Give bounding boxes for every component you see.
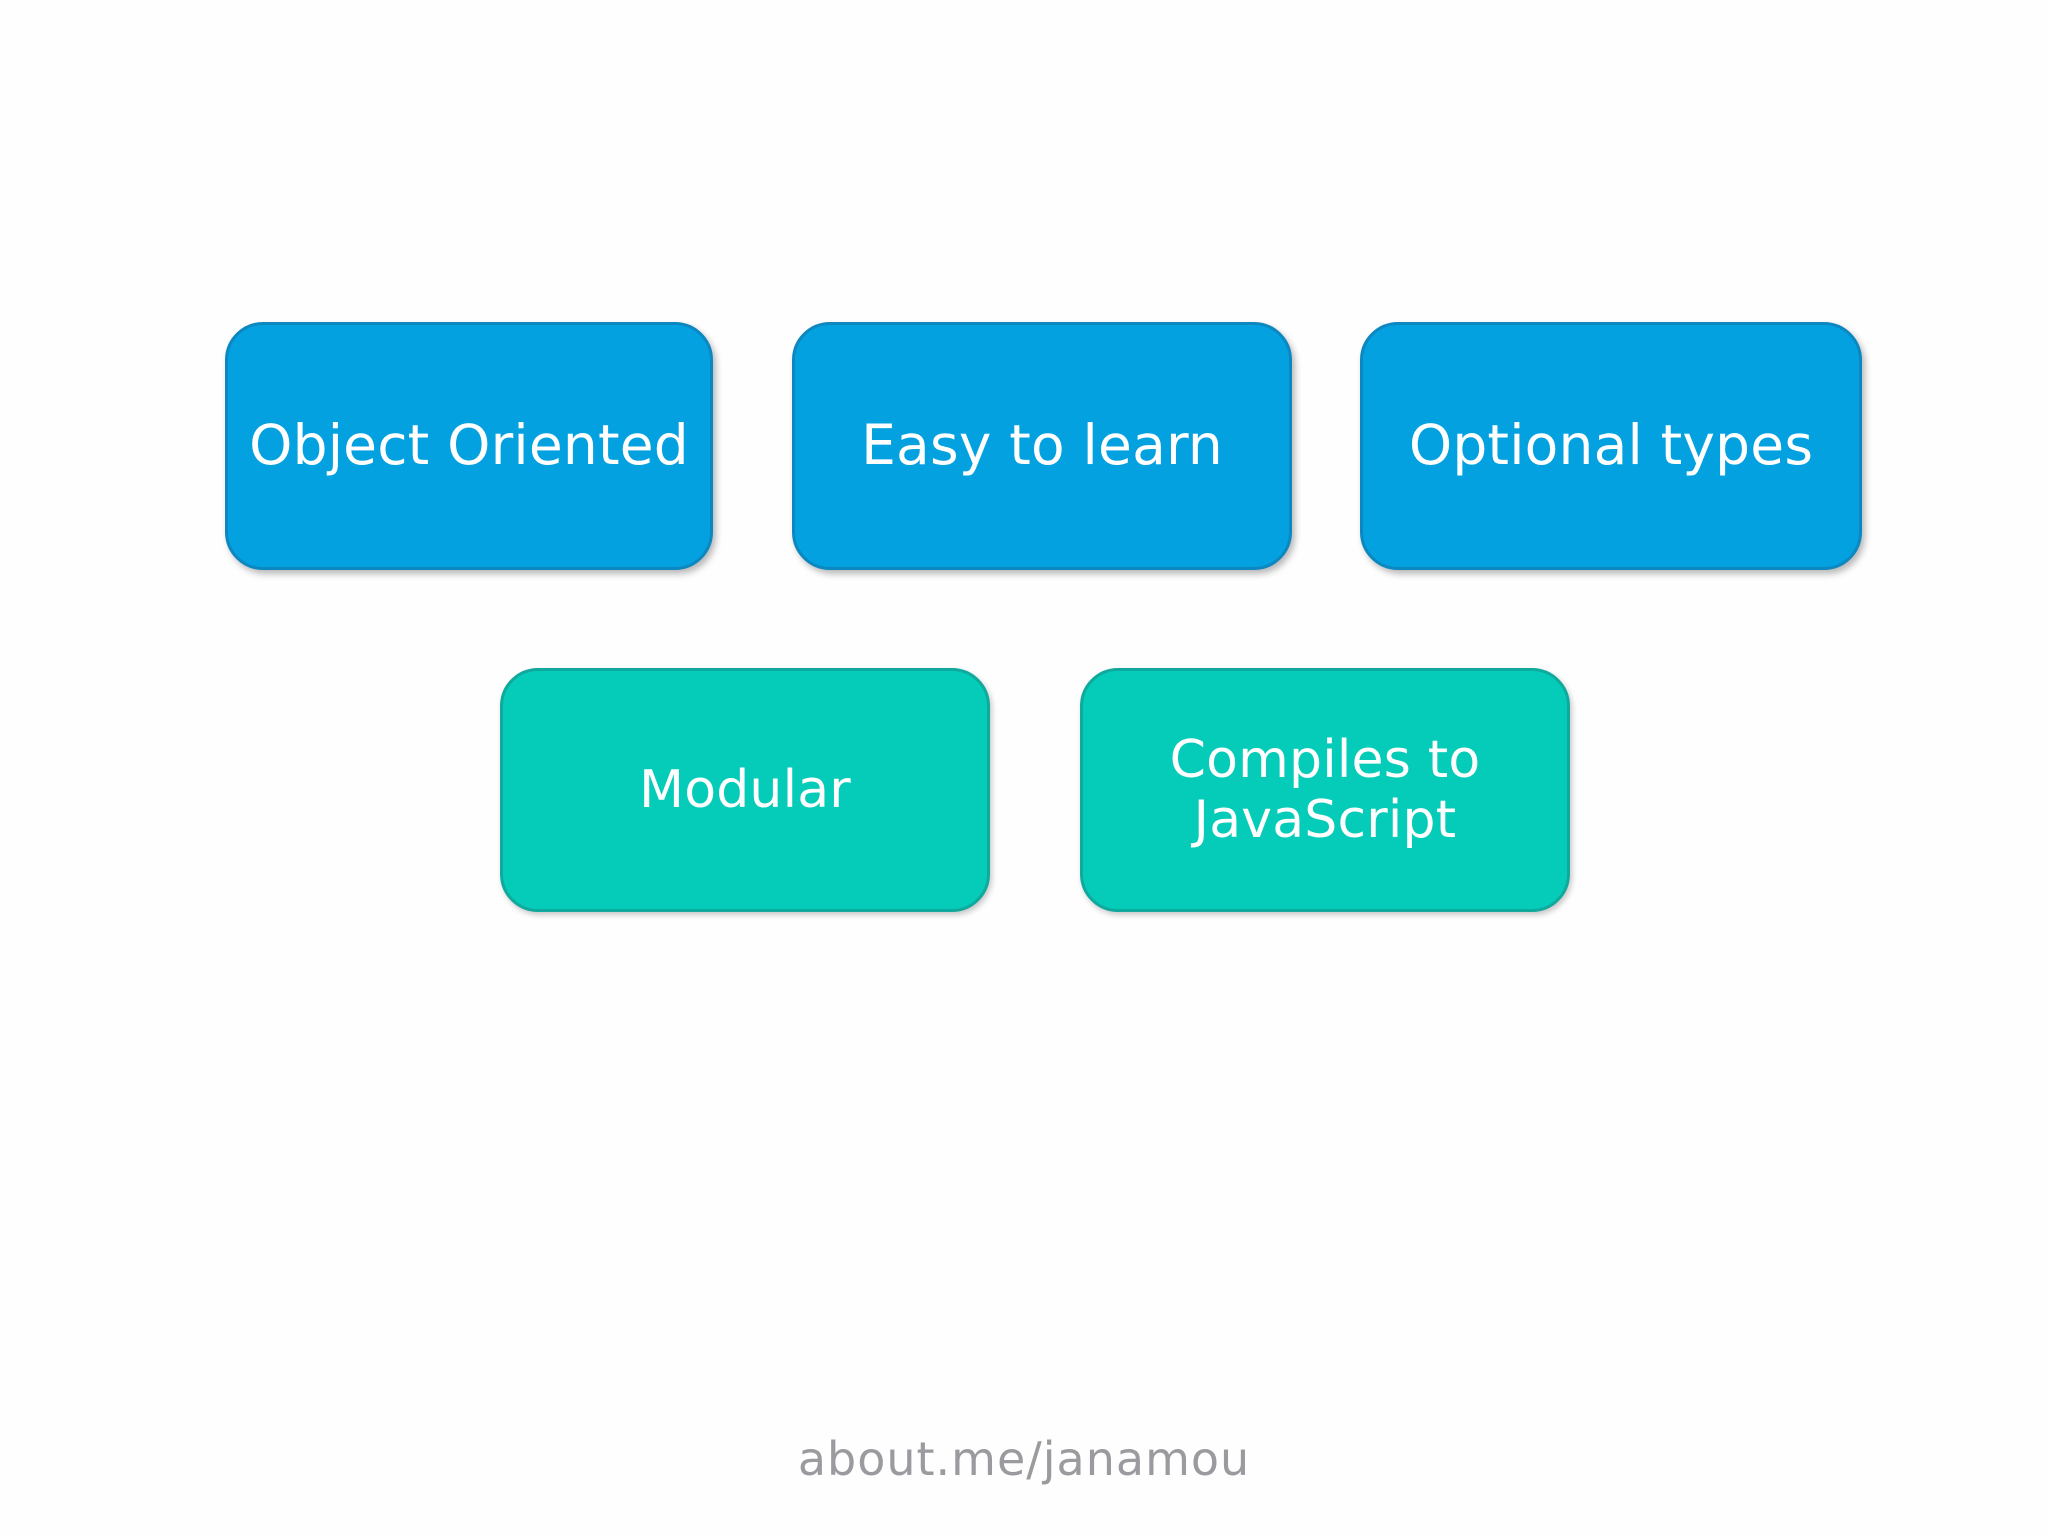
feature-card-label: Easy to learn [861, 413, 1223, 478]
feature-card-label: Modular [639, 759, 851, 820]
feature-row-blue: Object Oriented Easy to learn Optional t… [225, 322, 1862, 570]
feature-card-compiles-to-javascript[interactable]: Compiles to JavaScript [1080, 668, 1570, 912]
feature-card-optional-types[interactable]: Optional types [1360, 322, 1862, 570]
feature-card-label: Optional types [1408, 413, 1814, 478]
footer-attribution-link[interactable]: about.me/janamou [797, 1432, 1251, 1486]
feature-card-label: Compiles to JavaScript [1169, 729, 1481, 850]
feature-card-object-oriented[interactable]: Object Oriented [225, 322, 713, 570]
feature-card-modular[interactable]: Modular [500, 668, 990, 912]
feature-card-label: Object Oriented [249, 413, 689, 478]
feature-card-easy-to-learn[interactable]: Easy to learn [792, 322, 1292, 570]
footer: about.me/janamou [0, 1432, 2048, 1486]
feature-row-green: Modular Compiles to JavaScript [500, 668, 1570, 912]
